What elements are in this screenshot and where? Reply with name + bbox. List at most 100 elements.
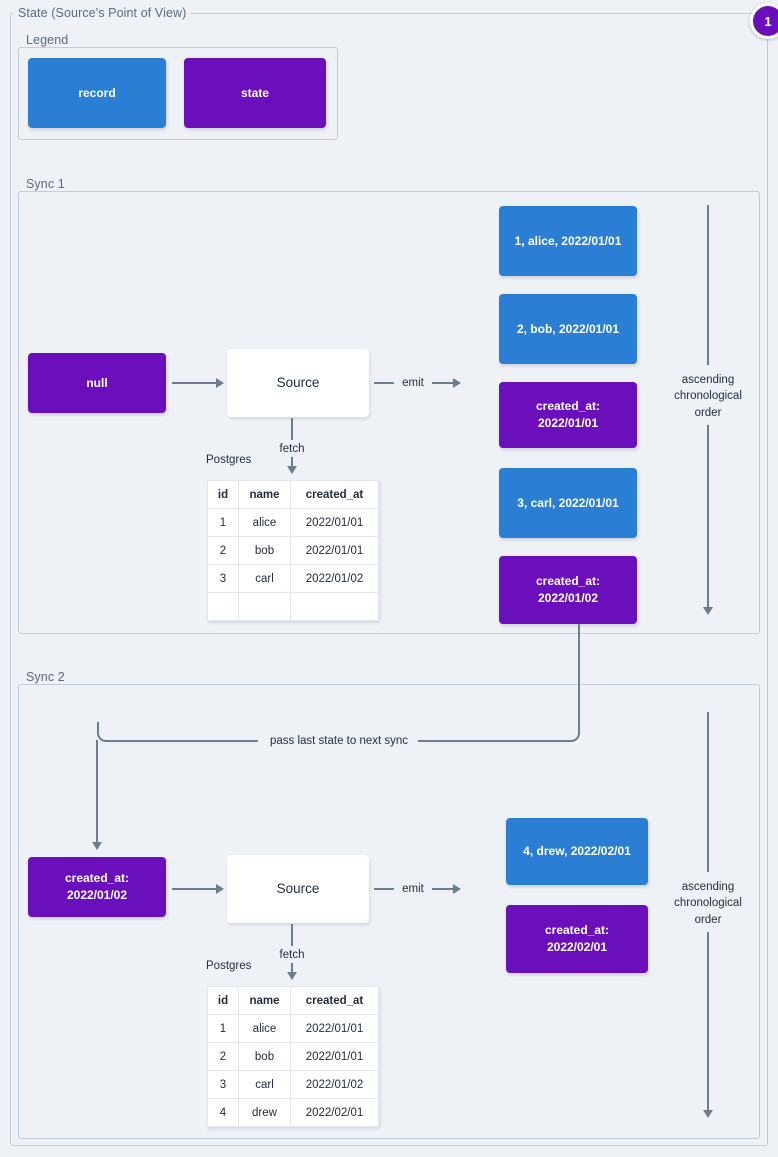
sync-2-order-line-bottom <box>707 932 709 1112</box>
pass-state-elbow-left <box>97 722 117 742</box>
step-badge: 1 <box>750 3 778 39</box>
sync-1-emit-label: emit <box>402 377 424 389</box>
table-row: 3 carl 2022/01/02 <box>207 1070 379 1099</box>
sync-2-state-to-source-arrowhead <box>216 884 224 894</box>
sync-2-emit-line-right <box>432 888 454 890</box>
sync-2-source-label: Source <box>276 880 320 896</box>
sync-2-emitted-record-1: 4, drew, 2022/02/01 <box>506 818 648 885</box>
pass-state-segment-down-1 <box>578 624 580 730</box>
sync-1-source-box: Source <box>227 349 369 417</box>
sync-2-emitted-state-1-text: created_at: 2022/02/01 <box>544 923 610 954</box>
sync-2-fetch-line <box>291 924 293 946</box>
cell-id: 2 <box>207 536 239 565</box>
sync-2-source-box: Source <box>227 855 369 923</box>
sync-1-fetch-arrowhead <box>287 466 297 474</box>
legend-label-state: state <box>240 85 269 100</box>
cell-id: 3 <box>207 1070 239 1099</box>
cell-name: alice <box>238 508 291 537</box>
sync-2-emit-line-left <box>374 888 394 890</box>
pass-state-segment-left <box>116 740 258 742</box>
sync-1-emit-line-right <box>432 382 454 384</box>
table-row: 4 drew 2022/02/01 <box>207 1098 379 1127</box>
sync-2-emitted-record-1-text: 4, drew, 2022/02/01 <box>523 844 631 859</box>
col-header-name: name <box>238 480 291 509</box>
sync-2-postgres-table: id name created_at 1 alice 2022/01/01 2 … <box>207 986 379 1127</box>
table-row-empty <box>207 592 379 621</box>
legend-swatch-record: record <box>28 58 166 128</box>
sync-1-fetch-label: fetch <box>279 443 305 455</box>
sync-2-db-label: Postgres <box>206 960 252 972</box>
table-header-row: id name created_at <box>207 986 379 1015</box>
sync-2-order-label: ascending chronological order <box>674 881 742 926</box>
cell-created-at: 2022/01/01 <box>290 1014 379 1043</box>
sync-1-fetch-line <box>291 418 293 440</box>
legend-swatch-state: state <box>184 58 326 128</box>
col-header-id: id <box>207 986 239 1015</box>
sync-1-emitted-record-3: 3, carl, 2022/01/01 <box>499 468 637 538</box>
cell-created-at <box>290 592 379 621</box>
cell-id <box>207 592 239 621</box>
legend-label-record: record <box>78 85 116 100</box>
sync-1-frame <box>18 191 760 634</box>
cell-created-at: 2022/01/01 <box>290 1042 379 1071</box>
cell-created-at: 2022/01/01 <box>290 508 379 537</box>
cell-id: 2 <box>207 1042 239 1071</box>
cell-created-at: 2022/01/02 <box>290 564 379 593</box>
pass-state-elbow-right <box>560 722 580 742</box>
sync-1-postgres-table: id name created_at 1 alice 2022/01/01 2 … <box>207 480 379 621</box>
cell-name: drew <box>238 1098 291 1127</box>
state-outer-frame <box>10 13 768 1146</box>
sync-1-order-line-top <box>707 205 709 365</box>
cell-name <box>238 592 291 621</box>
sync-1-emit-arrowhead <box>453 378 461 388</box>
sync-1-emitted-state-1: created_at: 2022/01/01 <box>499 382 637 448</box>
sync-1-emitted-state-2-text: created_at: 2022/01/02 <box>535 574 601 605</box>
sync-2-label: Sync 2 <box>22 670 69 684</box>
col-header-created-at: created_at <box>290 480 379 509</box>
diagram-title: State (Source's Point of View) <box>14 6 191 20</box>
cell-name: bob <box>238 1042 291 1071</box>
col-header-name: name <box>238 986 291 1015</box>
cell-name: bob <box>238 536 291 565</box>
pass-state-segment-right <box>418 740 561 742</box>
table-header-row: id name created_at <box>207 480 379 509</box>
sync-2-fetch-label: fetch <box>279 949 305 961</box>
sync-2-emit-arrowhead <box>453 884 461 894</box>
table-row: 1 alice 2022/01/01 <box>207 1014 379 1043</box>
sync-1-label: Sync 1 <box>22 177 69 191</box>
sync-1-emitted-state-2: created_at: 2022/01/02 <box>499 556 637 624</box>
sync-1-state-to-source-arrowhead <box>216 378 224 388</box>
pass-state-segment-down-2 <box>96 740 98 845</box>
legend-label: Legend <box>22 33 73 47</box>
sync-1-emit-line-left <box>374 382 394 384</box>
sync-1-input-state: null <box>28 353 166 413</box>
legend-frame <box>18 47 338 140</box>
col-header-id: id <box>207 480 239 509</box>
sync-2-input-state: created_at: 2022/01/02 <box>28 857 166 917</box>
pass-state-arrowhead <box>92 842 102 850</box>
table-row: 2 bob 2022/01/01 <box>207 536 379 565</box>
sync-1-source-label: Source <box>276 374 320 390</box>
cell-created-at: 2022/01/01 <box>290 536 379 565</box>
cell-id: 1 <box>207 508 239 537</box>
cell-name: carl <box>238 564 291 593</box>
sync-1-fetch-line-2 <box>291 457 293 469</box>
sync-1-emitted-record-1-text: 1, alice, 2022/01/01 <box>514 233 622 248</box>
sync-2-order-arrowhead <box>703 1110 713 1118</box>
sync-1-state-to-source-line <box>172 382 216 384</box>
sync-1-input-state-text: null <box>86 375 108 390</box>
sync-1-order-arrowhead <box>703 607 713 615</box>
sync-2-fetch-arrowhead <box>287 972 297 980</box>
sync-2-order-line-top <box>707 712 709 872</box>
sync-2-state-to-source-line <box>172 888 216 890</box>
table-row: 2 bob 2022/01/01 <box>207 1042 379 1071</box>
sync-2-emit-label: emit <box>402 883 424 895</box>
cell-id: 1 <box>207 1014 239 1043</box>
sync-2-frame <box>18 684 760 1139</box>
cell-name: alice <box>238 1014 291 1043</box>
sync-1-emitted-record-1: 1, alice, 2022/01/01 <box>499 206 637 276</box>
sync-1-order-label: ascending chronological order <box>674 374 742 419</box>
sync-1-emitted-record-3-text: 3, carl, 2022/01/01 <box>517 495 619 510</box>
cell-name: carl <box>238 1070 291 1099</box>
